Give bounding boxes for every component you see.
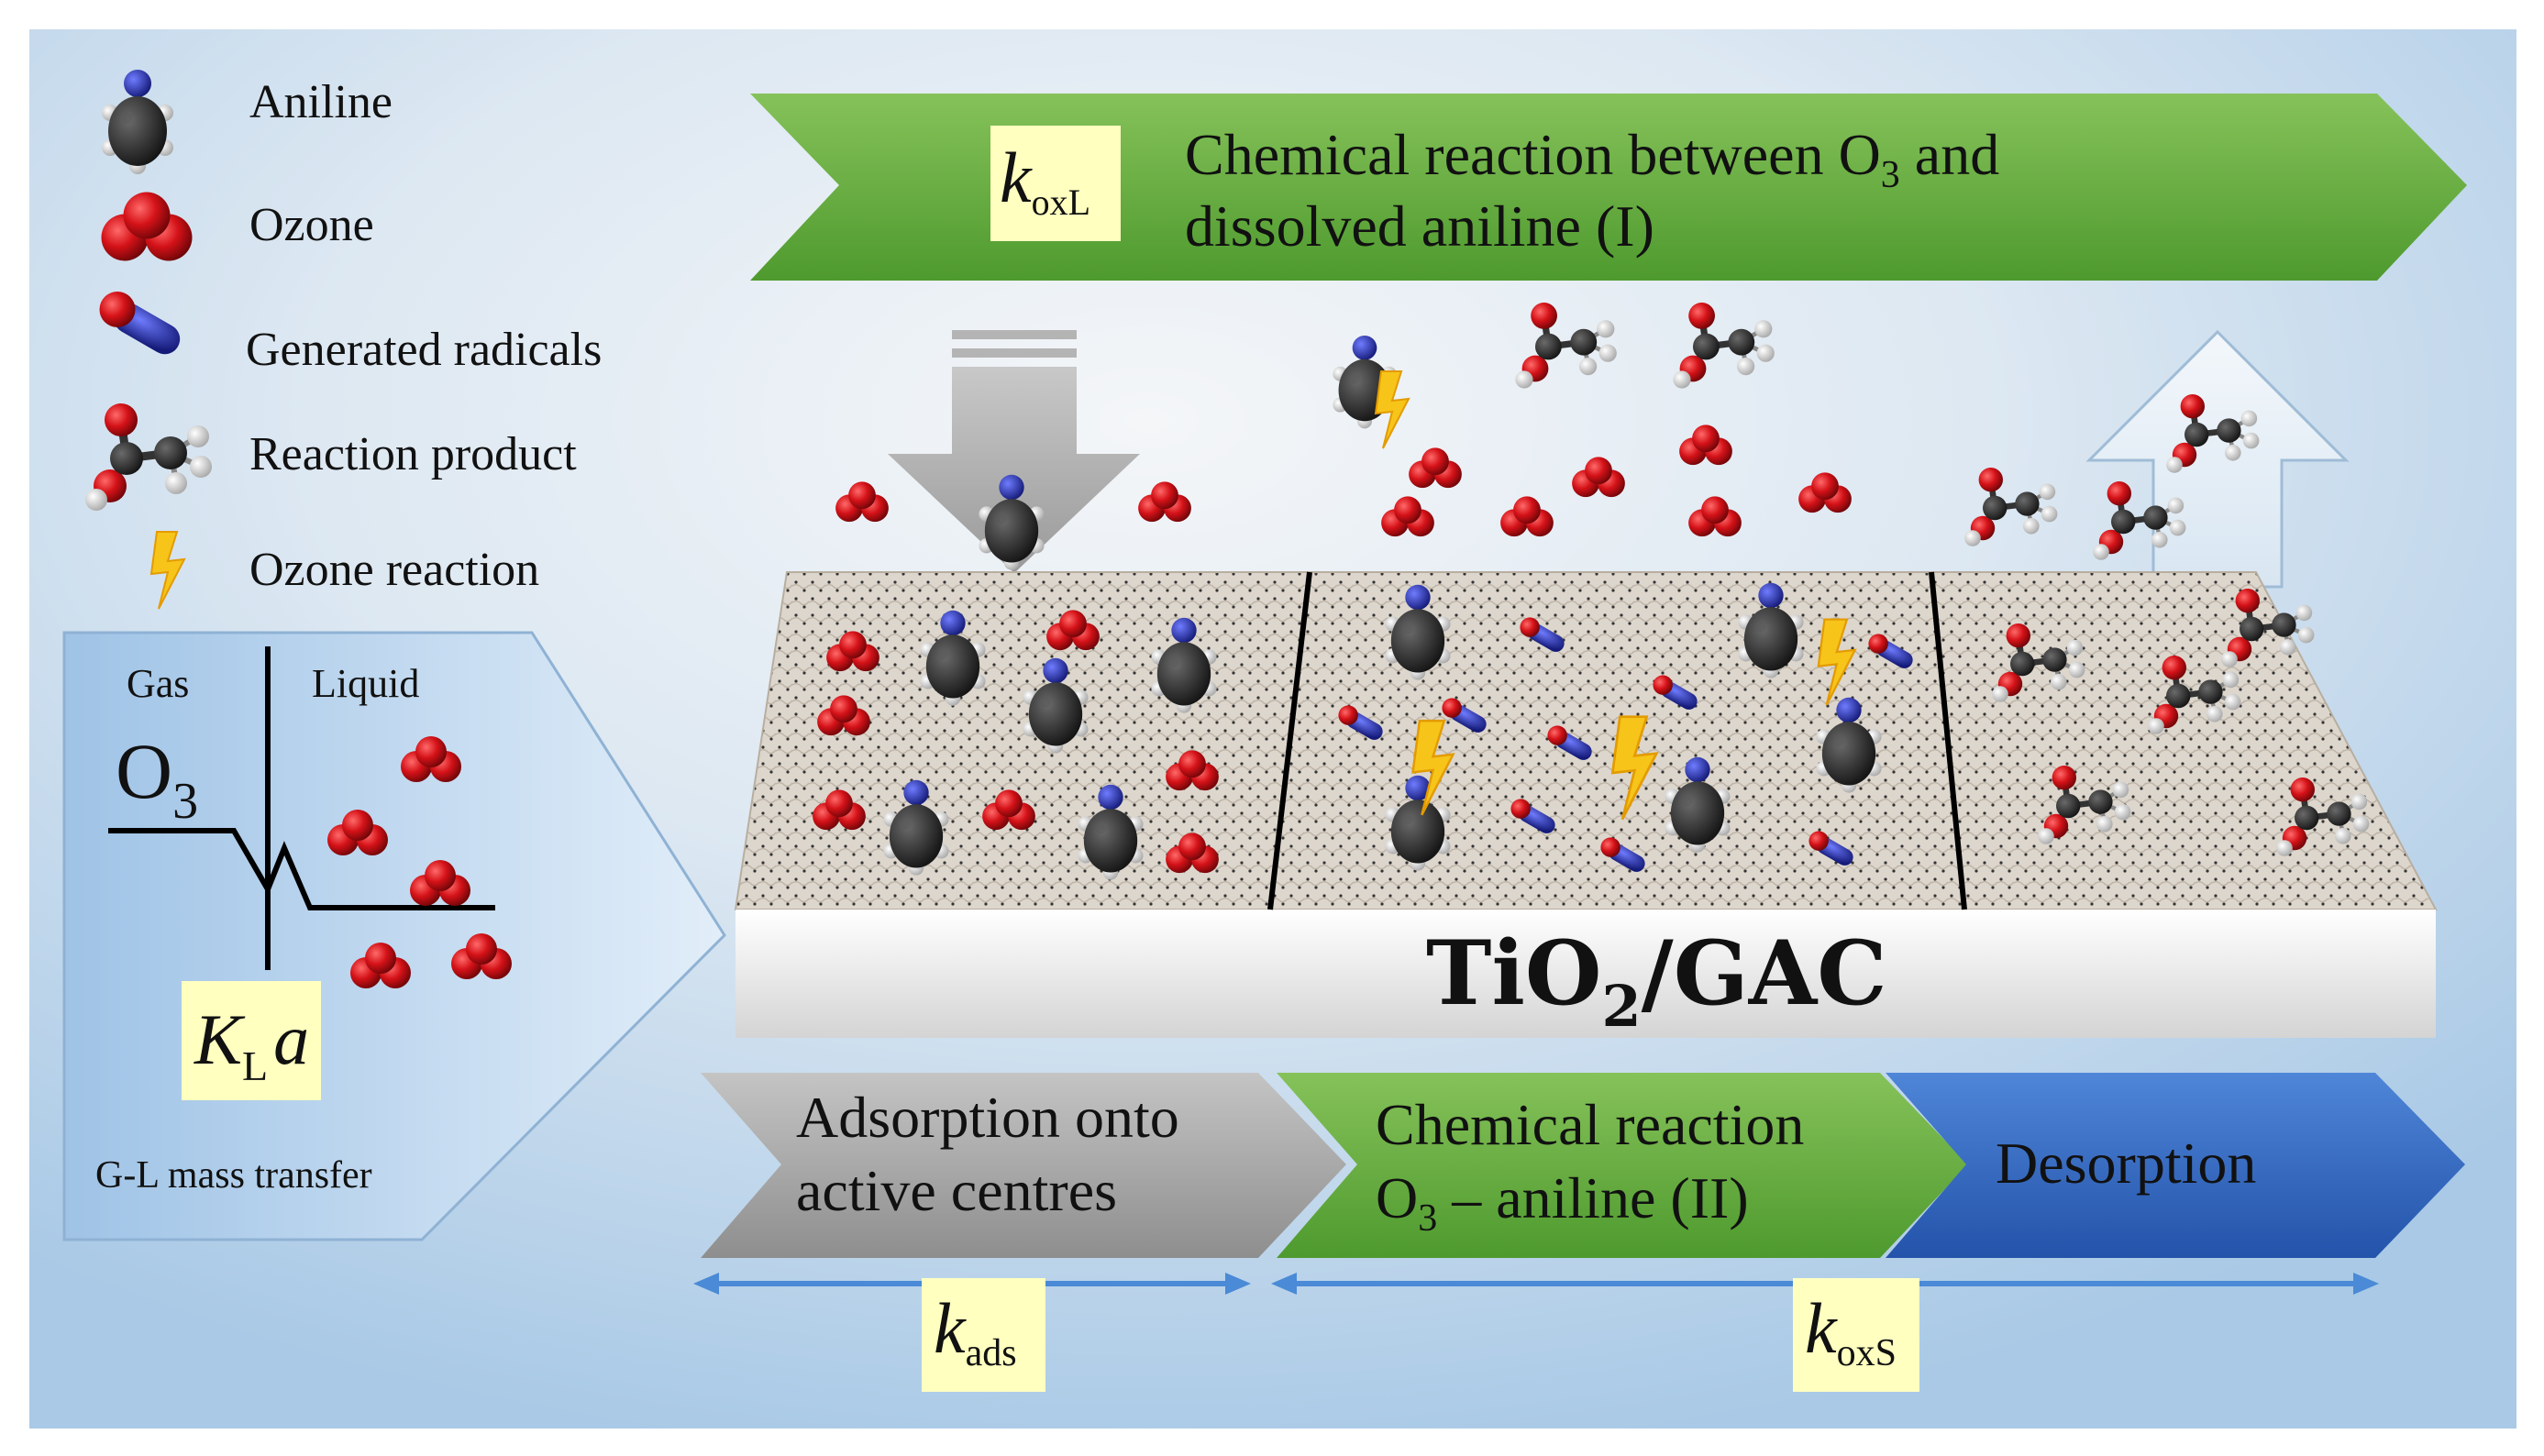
surface-top: [734, 571, 2438, 910]
adsorption-down-arrow: [888, 330, 1140, 573]
zone-divider: [1929, 571, 1967, 910]
stage-surface-reaction: Chemical reaction O3 – aniline (II): [1277, 1073, 1968, 1258]
koxl-label: koxL: [1000, 138, 1090, 223]
legend-label: Aniline: [249, 76, 393, 128]
species-label: O3: [116, 727, 198, 830]
top-arrow-line1: Chemical reaction between O3 and: [1185, 122, 1999, 196]
koxs-span: koxS: [1271, 1273, 2379, 1392]
legend-item-ozone-reaction: Ozone reaction: [149, 530, 539, 611]
legend-label: Ozone: [249, 199, 374, 251]
stage-adsorption: Adsorption onto active centres: [701, 1073, 1346, 1258]
legend-label: Generated radicals: [246, 324, 602, 376]
stage-label: Desorption: [1996, 1131, 2256, 1196]
legend-item-product: Reaction product: [85, 403, 577, 511]
stage-arrows: Adsorption onto active centres Chemical …: [701, 1073, 2465, 1258]
concentration-profile: [108, 828, 495, 910]
legend-item-radicals: Generated radicals: [99, 292, 602, 376]
stage-label: Adsorption onto: [796, 1085, 1179, 1150]
koxs-label: koxS: [1805, 1288, 1897, 1374]
stage-desorption: Desorption: [1886, 1073, 2465, 1258]
legend-label: Reaction product: [249, 428, 577, 480]
legend-label: Ozone reaction: [249, 544, 539, 596]
stage-label: O3 – aniline (II): [1376, 1165, 1749, 1240]
legend: Aniline Ozone Generated radicals Reactio…: [85, 70, 602, 611]
reaction-liquid-arrow: koxL Chemical reaction between O3 and di…: [750, 94, 2467, 281]
rate-constant-spans: kads koxS: [693, 1273, 2379, 1392]
kads-label: kads: [934, 1288, 1017, 1374]
gl-caption: G-L mass transfer: [95, 1154, 372, 1197]
gl-mass-transfer-panel: Gas Liquid O3 KLa G-L mass transfer: [62, 631, 726, 1241]
kla-coefficient: KLa: [182, 981, 321, 1100]
surface-label: TiO2/GAC: [1426, 921, 1887, 1040]
stage-label: active centres: [796, 1158, 1117, 1223]
stage-label: Chemical reaction: [1376, 1092, 1804, 1157]
legend-item-aniline: Aniline: [102, 70, 393, 174]
liquid-label: Liquid: [312, 661, 419, 706]
top-arrow-line2: dissolved aniline (I): [1185, 193, 1654, 259]
legend-item-ozone: Ozone: [101, 192, 374, 261]
surface-side: [736, 910, 2436, 1038]
svg-text:KLa: KLa: [194, 999, 309, 1089]
koxl-box: [990, 126, 1121, 241]
gas-label: Gas: [127, 661, 189, 706]
zone-divider: [1267, 571, 1312, 910]
kads-span: kads: [693, 1273, 1251, 1392]
